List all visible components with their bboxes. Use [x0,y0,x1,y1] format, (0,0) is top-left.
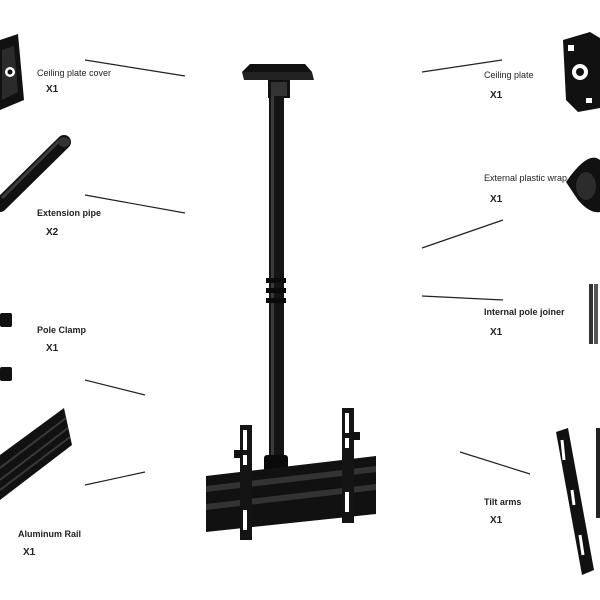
ceiling-plate-image [563,32,600,112]
ceiling-plate-label: Ceiling plate [484,70,534,80]
pole-clamp-label: Pole Clamp [37,325,87,335]
ceiling-plate-cover-qty: X1 [46,84,59,95]
external-plastic-wrap-qty: X1 [490,194,503,205]
ceiling-plate-cover-label: Ceiling plate cover [37,68,112,78]
leader-line-aluminum-rail [84,471,146,486]
ceiling-plate-cover-image [0,34,24,110]
extension-pipe-image [0,135,71,212]
pole-clamp-qty: X1 [46,343,59,354]
leader-line-ceiling-plate [421,59,503,73]
internal-pole-joiner-qty: X1 [490,327,503,338]
leader-line-internal-pole-joiner [421,295,504,301]
assembled-ceiling-mount [206,64,376,540]
aluminum-rail-image [0,408,72,500]
external-plastic-wrap-image [566,157,600,213]
leader-line-external-plastic-wrap [421,219,504,249]
ceiling-plate-qty: X1 [490,90,503,101]
aluminum-rail-qty: X1 [23,547,36,558]
tilt-arms-label: Tilt arms [484,497,522,507]
pole-clamp-image [0,313,12,381]
leader-line-ceiling-plate-cover [84,59,186,77]
leader-line-pole-clamp [84,379,146,396]
internal-pole-joiner-image [589,284,598,344]
internal-pole-joiner-label: Internal pole joiner [484,307,565,317]
tilt-arms-qty: X1 [490,515,503,526]
extension-pipe-label: Extension pipe [37,208,102,218]
aluminum-rail-label: Aluminum Rail [18,529,82,539]
leader-line-tilt-arms [459,451,531,475]
extension-pipe-qty: X2 [46,227,59,238]
leader-lines [84,59,531,486]
tilt-arm-image [556,428,600,575]
external-plastic-wrap-label: External plastic wrap [484,173,568,183]
leader-line-extension-pipe [84,194,186,214]
